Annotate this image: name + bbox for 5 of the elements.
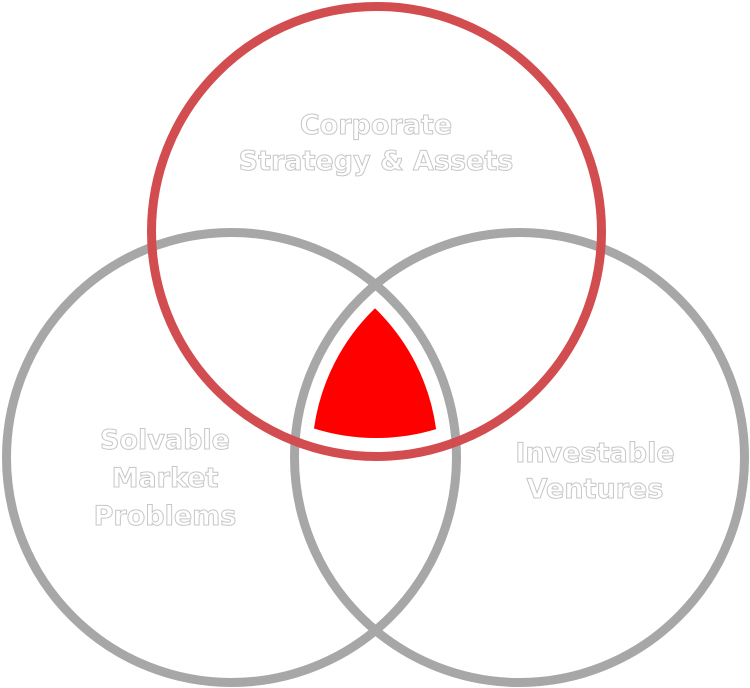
circle-label: Solvable Market Problems — [92, 424, 238, 534]
circle-label: Corporate Strategy & Assets — [238, 109, 514, 179]
circle-label: Investable Ventures — [514, 437, 676, 507]
venn-circle — [290, 228, 748, 686]
venn-circle — [2, 228, 460, 686]
